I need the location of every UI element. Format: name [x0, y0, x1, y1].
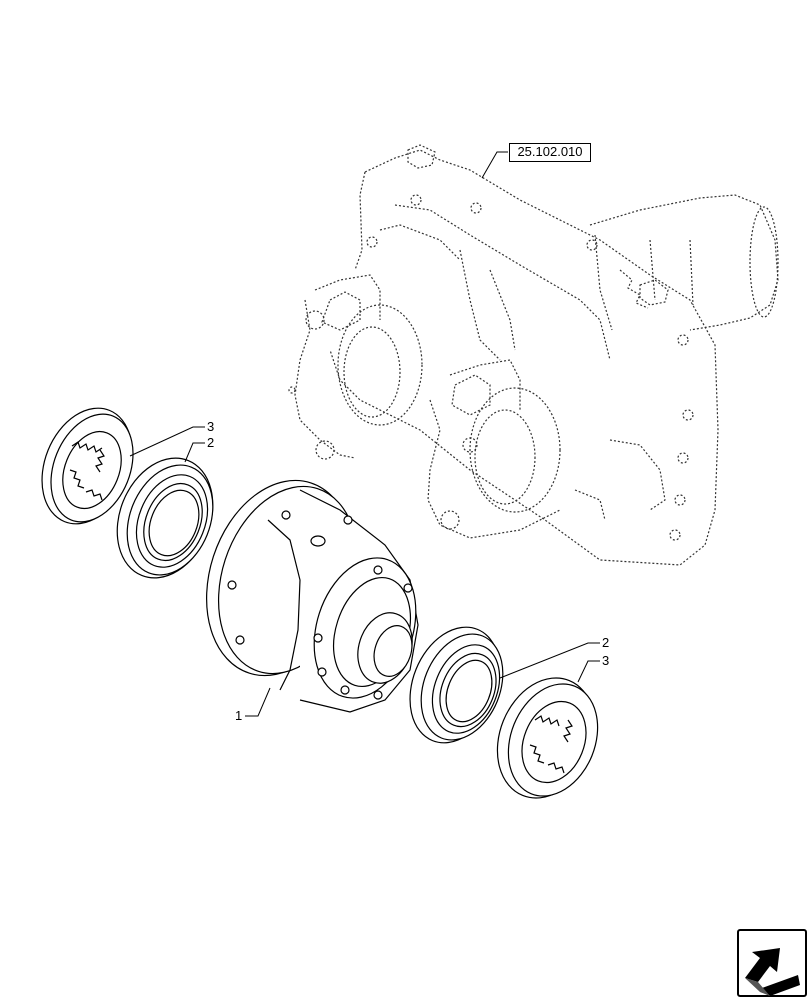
axle-housing-reference — [288, 144, 779, 566]
part-2-bearing-left — [116, 457, 214, 579]
reference-leader — [481, 151, 508, 179]
callout-2-right: 2 — [602, 635, 610, 650]
part-3-splined-ring-right — [496, 677, 599, 799]
callout-1: 1 — [235, 708, 243, 723]
part-1-differential-case — [206, 479, 419, 713]
callout-leaders — [129, 426, 600, 717]
part-2-bearing-right — [409, 626, 504, 744]
callout-3-left: 3 — [207, 419, 215, 434]
next-page-arrow-icon[interactable] — [737, 929, 807, 997]
callout-3-right: 3 — [602, 653, 610, 668]
reference-label-25-102-010[interactable]: 25.102.010 — [509, 143, 591, 162]
part-3-splined-ring-left — [41, 407, 134, 525]
callout-2-left: 2 — [207, 435, 215, 450]
